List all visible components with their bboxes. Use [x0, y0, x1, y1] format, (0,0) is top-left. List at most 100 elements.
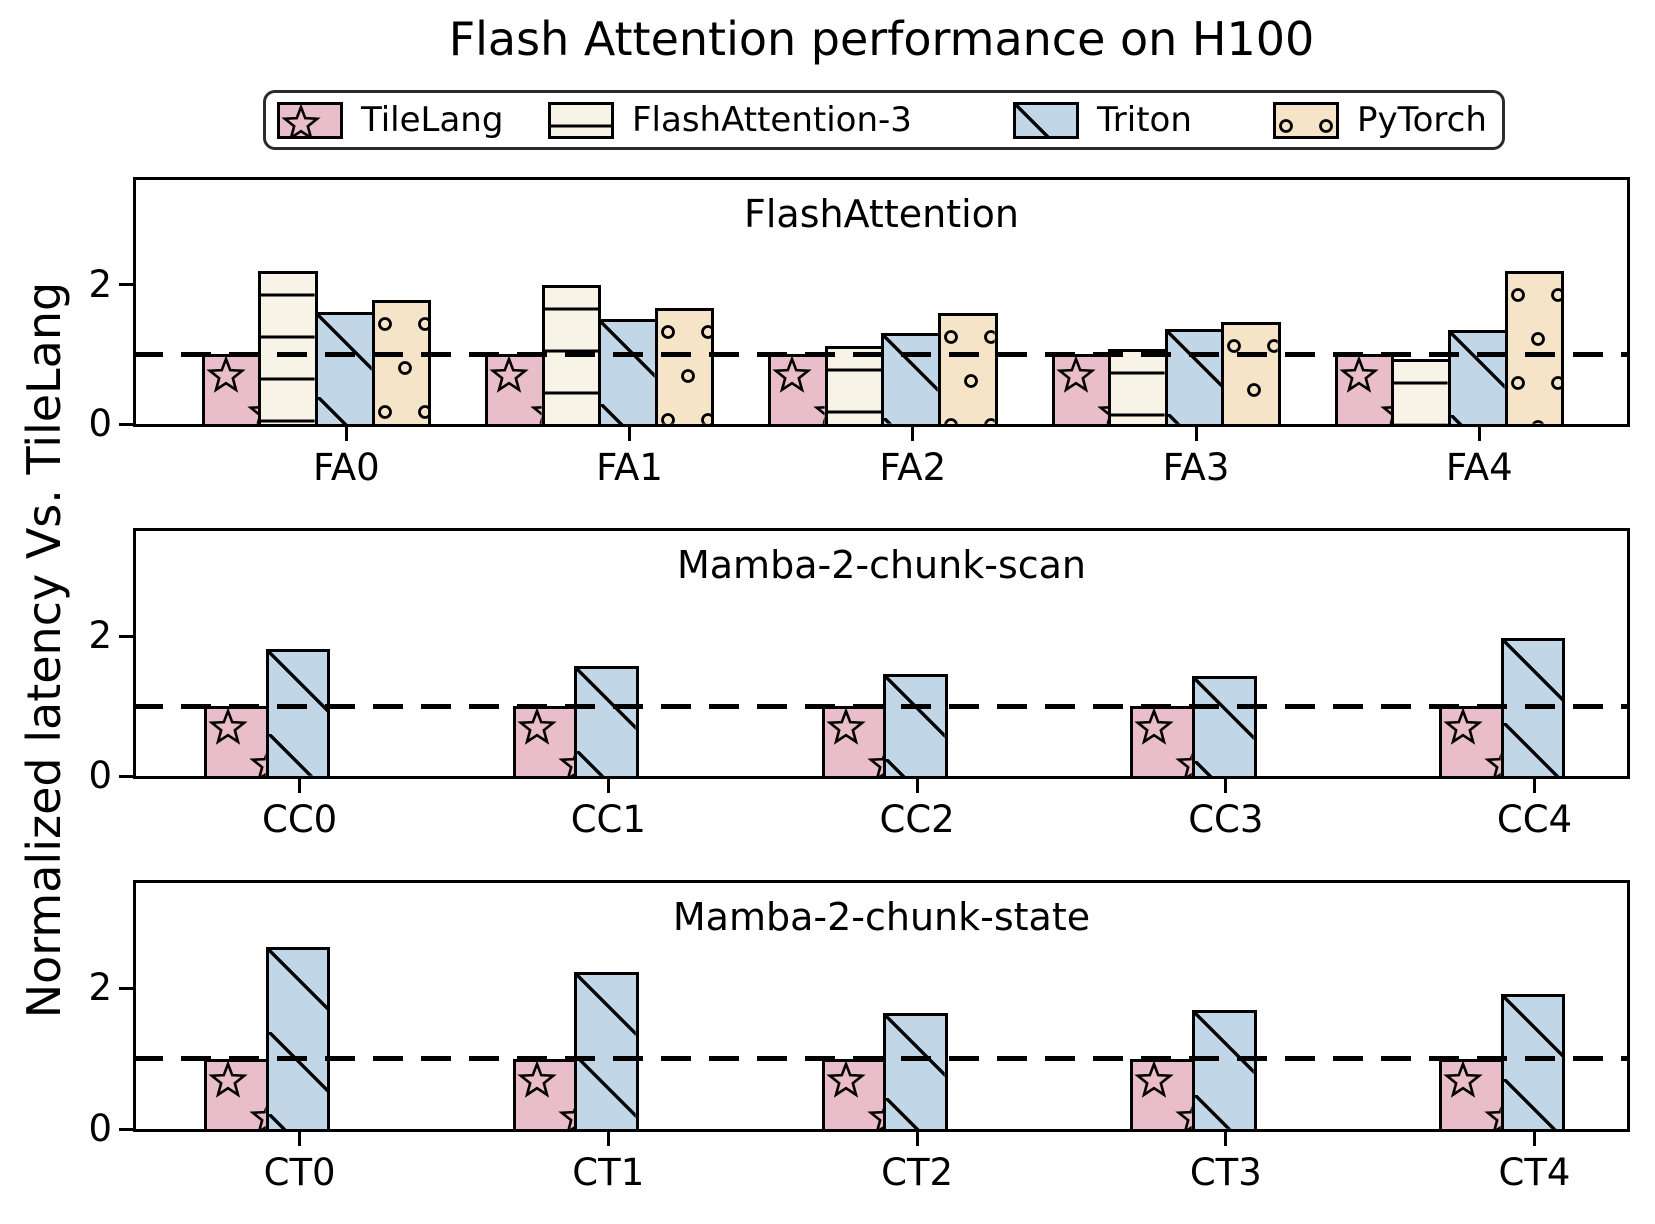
bar-tilelang-cc4 — [1438, 706, 1504, 779]
bar-tilelang-fa4 — [1334, 354, 1395, 427]
x-tick-mark-cc0 — [298, 779, 302, 793]
circles-hatch-fill — [374, 302, 429, 424]
legend-item-triton: Triton — [1013, 100, 1192, 140]
bar-triton-cc0 — [265, 649, 331, 779]
x-tick-label-ct4: CT4 — [1498, 1151, 1571, 1194]
bar-triton-fa4 — [1447, 329, 1508, 427]
y-tick-label-2: 2 — [88, 262, 112, 306]
star-hatch-fill — [824, 709, 884, 776]
bar-tilelang-cc2 — [821, 706, 887, 779]
x-tick-label-cc4: CC4 — [1496, 798, 1573, 841]
x-tick-label-ct3: CT3 — [1189, 1151, 1262, 1194]
diag-hatch-fill — [886, 676, 945, 776]
x-tick-mark-fa1 — [628, 427, 632, 441]
star-hatch-fill — [488, 357, 542, 424]
star-hatch-fill — [207, 1061, 266, 1129]
diag-hatch-fill — [1503, 997, 1563, 1129]
bar-tilelang-cc0 — [204, 706, 269, 779]
x-tick-label-fa3: FA3 — [1162, 446, 1230, 489]
bar-tilelang-ct1 — [512, 1058, 578, 1132]
bar-triton-cc3 — [1191, 675, 1257, 779]
diag-hatch-fill — [268, 652, 328, 776]
diag-hatch-fill — [1167, 332, 1222, 424]
x-tick-mark-fa2 — [911, 427, 915, 441]
legend-label: Triton — [1097, 100, 1192, 140]
y-tick-mark-0 — [119, 422, 133, 426]
diag-hatch-fill — [884, 336, 939, 424]
star-hatch-fill — [1133, 1061, 1192, 1129]
legend-item-flashattention-3: FlashAttention-3 — [548, 100, 912, 140]
x-tick-label-fa2: FA2 — [879, 446, 947, 489]
x-tick-label-ct0: CT0 — [263, 1151, 336, 1194]
bar-pytorch-fa4 — [1504, 271, 1565, 427]
x-tick-label-fa4: FA4 — [1445, 446, 1513, 489]
bar-triton-fa1 — [598, 318, 658, 427]
x-tick-label-fa1: FA1 — [596, 446, 663, 489]
bar-pytorch-fa1 — [654, 308, 715, 427]
diagonal-hatch-swatch — [1013, 101, 1079, 139]
bar-flashattention-3-fa0 — [258, 270, 319, 427]
y-tick-label-0: 0 — [88, 754, 112, 797]
diag-hatch-fill — [601, 321, 655, 424]
diag-hatch-fill — [577, 975, 637, 1129]
hlines-hatch-fill — [551, 104, 611, 136]
hline-hatch-swatch — [548, 101, 614, 139]
hlines-hatch-fill — [1394, 362, 1448, 424]
bar-flashattention-3-fa3 — [1108, 348, 1168, 427]
legend-label: PyTorch — [1357, 100, 1487, 140]
bar-tilelang-cc1 — [512, 706, 578, 779]
circles-hatch-fill — [1224, 324, 1278, 424]
x-tick-mark-ct3 — [1224, 1132, 1228, 1146]
bar-tilelang-ct4 — [1438, 1058, 1504, 1132]
bar-tilelang-fa0 — [201, 354, 262, 427]
x-tick-mark-fa0 — [344, 427, 348, 441]
x-tick-mark-cc1 — [606, 779, 610, 793]
bar-triton-cc2 — [883, 673, 948, 779]
bar-tilelang-fa2 — [768, 354, 828, 427]
star-hatch-fill — [515, 709, 575, 776]
bar-triton-ct3 — [1191, 1010, 1257, 1132]
x-tick-label-cc1: CC1 — [570, 798, 646, 841]
star-hatch-fill — [771, 357, 825, 424]
bar-flashattention-3-fa2 — [824, 345, 885, 427]
star-hatch-fill — [515, 1061, 575, 1129]
diag-hatch-fill — [1016, 104, 1076, 136]
bar-flashattention-3-fa4 — [1391, 359, 1451, 427]
bar-pytorch-fa3 — [1221, 321, 1281, 427]
bar-tilelang-ct2 — [821, 1058, 887, 1132]
subplot-1-title: Mamba-2-chunk-scan — [676, 543, 1087, 587]
legend-item-pytorch: PyTorch — [1273, 100, 1487, 140]
circles-hatch-fill — [1507, 274, 1562, 424]
star-hatch-fill — [1054, 357, 1109, 424]
star-hatch-fill — [1337, 357, 1392, 424]
star-hatch-fill — [1441, 709, 1501, 776]
subplot-0-title: FlashAttention — [744, 192, 1019, 236]
y-tick-mark-2 — [119, 634, 133, 638]
x-tick-mark-fa4 — [1477, 427, 1481, 441]
bar-triton-fa0 — [315, 311, 375, 427]
bar-tilelang-ct0 — [204, 1058, 269, 1132]
y-tick-label-2: 2 — [88, 966, 112, 1010]
y-tick-mark-0 — [119, 774, 133, 778]
x-tick-label-fa0: FA0 — [312, 446, 380, 489]
star-hatch-swatch — [277, 101, 343, 139]
legend-label: FlashAttention-3 — [632, 100, 912, 140]
circles-hatch-fill — [1276, 104, 1336, 136]
diag-hatch-fill — [1194, 1013, 1254, 1129]
bar-tilelang-fa1 — [485, 354, 545, 427]
diag-hatch-fill — [886, 1016, 945, 1129]
diag-hatch-fill — [1450, 332, 1505, 424]
y-tick-mark-2 — [119, 986, 133, 990]
bar-triton-ct4 — [1500, 994, 1566, 1132]
star-hatch-fill — [1441, 1061, 1501, 1129]
legend-item-tilelang: TileLang — [277, 100, 503, 140]
bar-pytorch-fa0 — [371, 299, 432, 427]
bar-triton-fa2 — [881, 333, 942, 427]
legend-label: TileLang — [361, 100, 504, 140]
diag-hatch-fill — [1503, 641, 1563, 776]
y-tick-label-0: 0 — [88, 402, 112, 445]
